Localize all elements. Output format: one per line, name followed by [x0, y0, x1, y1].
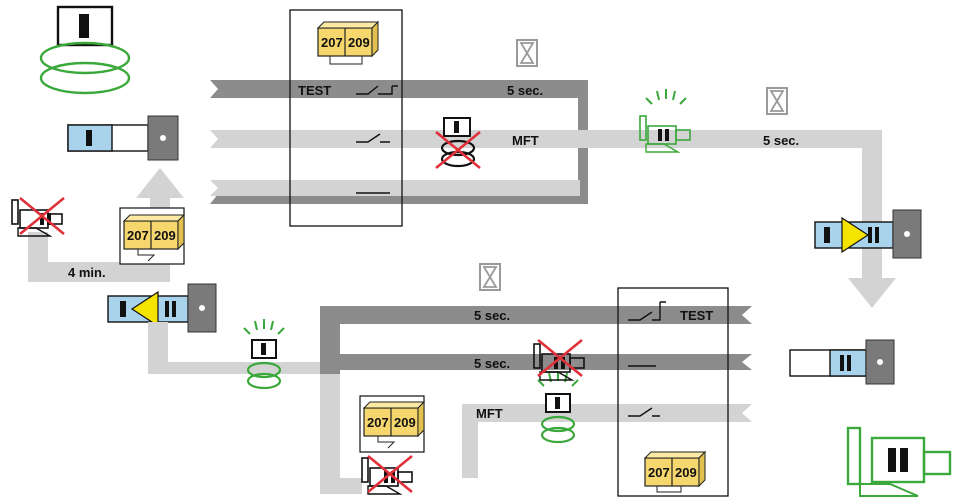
- lower-five-sec-label-2: 5 sec.: [474, 356, 510, 371]
- lower-contact-box: [617, 287, 729, 497]
- four-min-flow: [28, 232, 170, 282]
- lower-test-label: TEST: [680, 308, 713, 323]
- generator-icon: [639, 115, 691, 153]
- lower-five-sec-label-1: 5 sec.: [474, 308, 510, 323]
- upper-five-sec-label: 5 sec.: [507, 83, 543, 98]
- crossed-generator-icon: [533, 338, 585, 381]
- svg-text:209: 209: [154, 228, 176, 243]
- relay-right-number: 209: [348, 35, 370, 50]
- svg-text:209: 209: [394, 415, 416, 430]
- svg-text:207: 207: [648, 465, 670, 480]
- right-five-sec-label: 5 sec.: [763, 133, 799, 148]
- crossed-generator-icon: [361, 454, 414, 495]
- relay-module-icon: 207 209: [317, 21, 379, 65]
- lower-mft-label: MFT: [476, 406, 503, 421]
- svg-text:207: 207: [127, 228, 149, 243]
- hourglass-icon: [479, 263, 501, 291]
- lower-test-flow: [320, 306, 752, 374]
- breaker-closing-icon: [814, 209, 922, 259]
- upper-test-flow: [210, 80, 588, 204]
- contact-symbol-icon: [356, 85, 398, 95]
- relay-module-icon: 207 209: [363, 401, 425, 449]
- transformer-coil-icon: [243, 318, 285, 390]
- lower-second-flow: [340, 354, 752, 370]
- four-min-label: 4 min.: [68, 265, 106, 280]
- lower-left-flow: [148, 322, 340, 374]
- hourglass-icon: [766, 87, 788, 115]
- relay-module-icon: 207 209: [644, 451, 706, 493]
- upper-mft-label: MFT: [512, 133, 539, 148]
- relay-module-icon: 207 209: [123, 214, 185, 262]
- breaker-icon: [67, 115, 179, 161]
- crossed-generator-icon: [11, 196, 66, 237]
- hourglass-icon: [516, 39, 538, 67]
- contact-symbol-icon: [356, 133, 390, 143]
- transformer-coil-icon: [537, 370, 579, 444]
- lower-bottom-flow: [320, 374, 362, 494]
- crossed-transformer-icon: [434, 117, 482, 170]
- relay-left-number: 207: [321, 35, 343, 50]
- contact-symbol-icon: [628, 301, 666, 321]
- breaker-opening-icon: [107, 283, 217, 333]
- upper-bottom-flow: [210, 180, 580, 196]
- upper-mft-flow: [210, 130, 862, 148]
- upper-contact-box: [289, 9, 403, 227]
- generator-icon: [846, 426, 952, 497]
- transformer-coil-icon: [39, 5, 131, 95]
- upper-test-label: TEST: [298, 83, 331, 98]
- right-down-arrow: [848, 130, 896, 308]
- svg-text:209: 209: [675, 465, 697, 480]
- breaker-icon: [789, 339, 895, 385]
- svg-text:207: 207: [367, 415, 389, 430]
- lower-mft-flow: [462, 404, 752, 478]
- contact-symbol-icon: [628, 407, 660, 417]
- active-rays-icon: [645, 88, 687, 105]
